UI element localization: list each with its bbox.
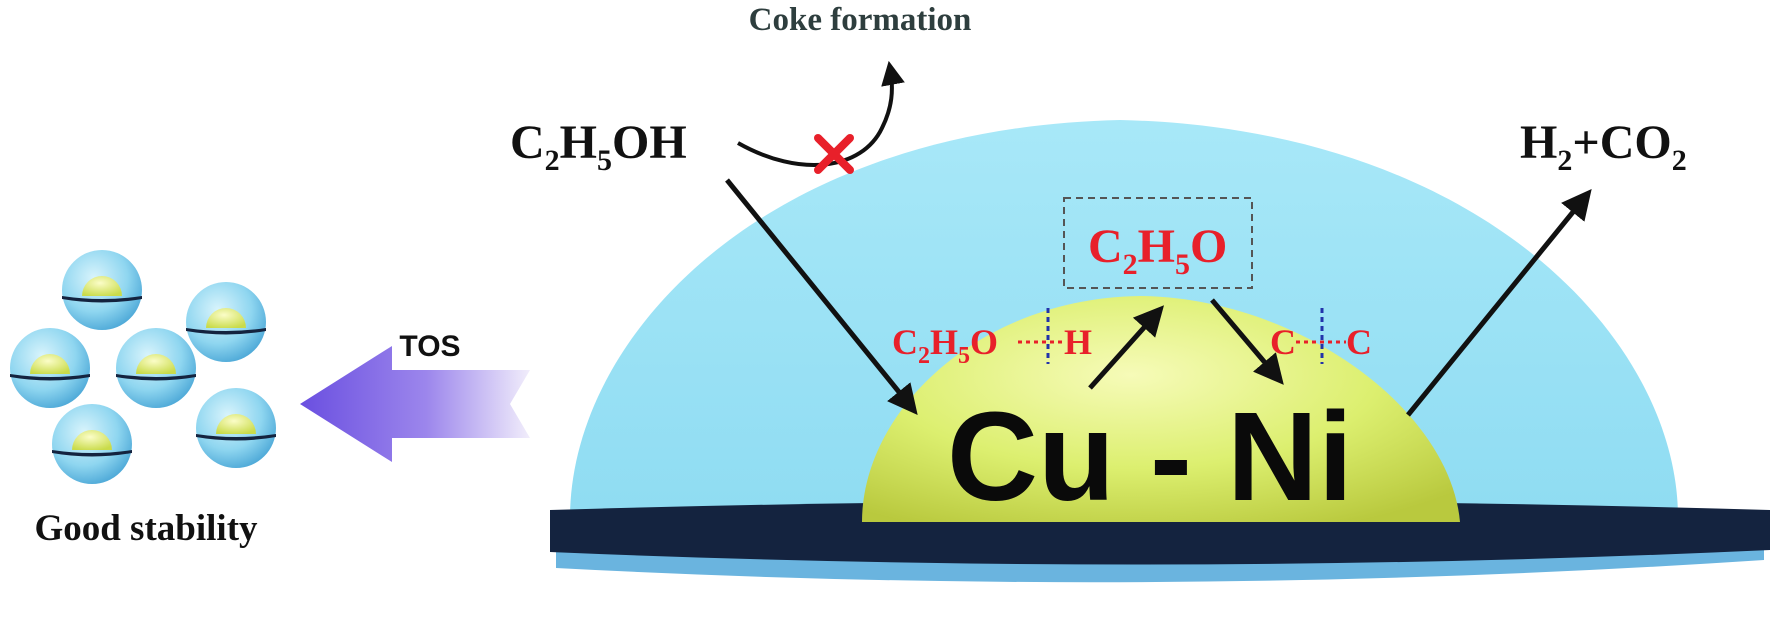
intermediate-box xyxy=(1063,197,1253,289)
cc-bond-right: C xyxy=(1346,322,1372,362)
red-x-icon xyxy=(814,134,854,174)
ethoxy-intermediate-label: C2H5O xyxy=(1088,220,1227,281)
cu-ni-core xyxy=(862,296,1460,522)
ethanol-adsorption-arrow xyxy=(725,178,918,415)
catalyst-label: Cu - Ni xyxy=(947,386,1353,527)
coke-pathway-arrow xyxy=(737,60,905,168)
particle xyxy=(196,388,276,468)
coke-formation-label: Coke formation xyxy=(749,2,972,38)
particle xyxy=(116,328,196,408)
oh-bond-label: C2H5O xyxy=(892,322,998,369)
products-label: H2+CO2 xyxy=(1520,116,1687,177)
cc-bond-left: C xyxy=(1270,322,1296,362)
good-stability-label: Good stability xyxy=(34,508,258,549)
tos-label: TOS xyxy=(399,330,460,363)
particle-cluster xyxy=(10,250,276,484)
product-release-arrow xyxy=(1406,189,1592,417)
cc-cleavage-arrow xyxy=(1210,298,1284,385)
tos-arrow-body xyxy=(300,346,530,462)
oh-bond-hydrogen: H xyxy=(1064,322,1092,362)
ethanol-label: C2H5OH xyxy=(510,116,687,177)
particle xyxy=(186,282,266,362)
particle xyxy=(10,328,90,408)
oh-cleavage-arrow xyxy=(1088,305,1165,390)
particle xyxy=(62,250,142,330)
particle xyxy=(52,404,132,484)
support-disc xyxy=(550,501,1770,565)
